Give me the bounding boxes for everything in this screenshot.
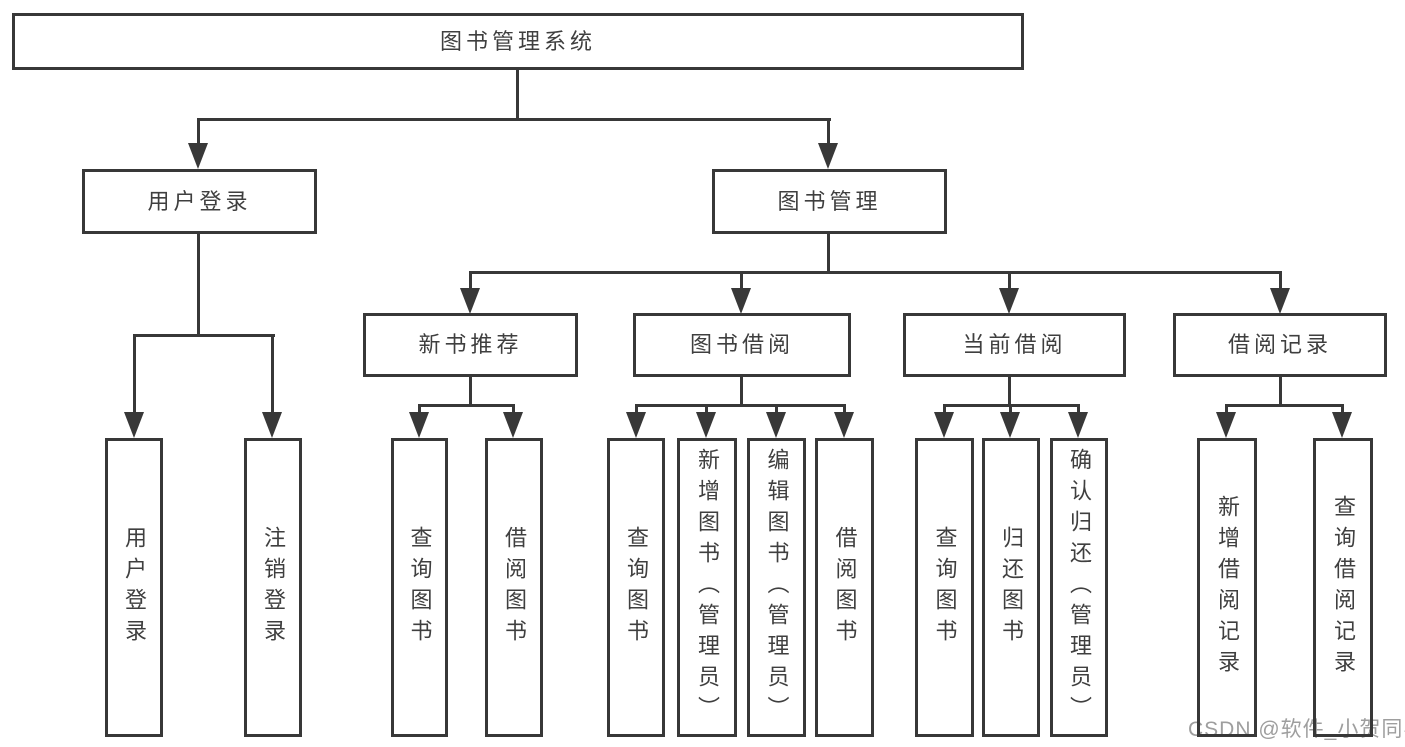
connector-line	[469, 376, 472, 407]
leaf-label: 确认归还（管理员）	[1067, 448, 1092, 727]
node-label: 借阅记录	[1227, 332, 1332, 357]
leaf-return-books: 归还图书	[982, 438, 1040, 737]
arrow-down-icon	[1270, 288, 1290, 314]
connector-line	[827, 232, 830, 274]
leaf-logout: 注销登录	[244, 438, 302, 737]
arrow-down-icon	[834, 412, 854, 438]
connector-line	[1009, 404, 1012, 416]
leaf-query-books-borrowing: 查询图书	[607, 438, 665, 737]
leaf-borrow-books-borrowing: 借阅图书	[815, 438, 874, 737]
leaf-label: 用户登录	[122, 525, 147, 650]
connector-line	[1279, 376, 1282, 407]
leaf-label: 注销登录	[261, 525, 286, 650]
leaf-label: 新增借阅记录	[1215, 494, 1240, 681]
node-label: 图书管理系统	[439, 28, 596, 54]
connector-line	[133, 334, 136, 414]
leaf-user-login: 用户登录	[105, 438, 163, 737]
connector-line	[418, 404, 515, 407]
leaf-borrow-books-recommend: 借阅图书	[485, 438, 543, 737]
connector-line	[1225, 404, 1344, 407]
connector-line	[469, 271, 1282, 274]
connector-line	[197, 118, 831, 121]
node-library-management-system: 图书管理系统	[12, 13, 1024, 70]
node-user-login: 用户登录	[82, 169, 317, 234]
leaf-query-books-current: 查询图书	[915, 438, 974, 737]
connector-line	[943, 404, 946, 416]
leaf-add-book-admin: 新增图书（管理员）	[677, 438, 737, 737]
connector-line	[740, 271, 743, 289]
arrow-down-icon	[409, 412, 429, 438]
arrow-down-icon	[1332, 412, 1352, 438]
connector-line	[775, 404, 778, 416]
connector-line	[1008, 376, 1011, 407]
connector-line	[133, 334, 275, 337]
arrow-down-icon	[696, 412, 716, 438]
leaf-label: 编辑图书（管理员）	[764, 448, 790, 727]
connector-line	[271, 334, 274, 414]
connector-line	[635, 404, 846, 407]
leaf-label: 查询图书	[932, 525, 958, 650]
node-current-borrowing: 当前借阅	[903, 313, 1126, 377]
leaf-label: 借阅图书	[832, 525, 858, 650]
connector-line	[1341, 404, 1344, 416]
arrow-down-icon	[1000, 412, 1020, 438]
connector-line	[1225, 404, 1228, 416]
arrow-down-icon	[460, 288, 480, 314]
connector-line	[1008, 271, 1011, 289]
arrow-down-icon	[999, 288, 1019, 314]
connector-line	[635, 404, 638, 416]
leaf-confirm-return-admin: 确认归还（管理员）	[1050, 438, 1108, 737]
arrow-down-icon	[731, 288, 751, 314]
connector-line	[516, 69, 519, 121]
leaf-label: 借阅图书	[502, 525, 527, 650]
node-book-borrowing: 图书借阅	[633, 313, 851, 377]
leaf-label: 查询图书	[624, 525, 649, 650]
connector-line	[1077, 404, 1080, 416]
node-borrowing-records: 借阅记录	[1173, 313, 1387, 377]
leaf-edit-book-admin: 编辑图书（管理员）	[747, 438, 806, 737]
node-label: 图书管理	[777, 188, 882, 214]
arrow-down-icon	[503, 412, 523, 438]
node-book-management: 图书管理	[712, 169, 947, 234]
node-label: 用户登录	[147, 188, 252, 214]
node-label: 图书借阅	[689, 332, 794, 357]
connector-line	[197, 118, 200, 146]
connector-line	[469, 271, 472, 289]
node-label: 新书推荐	[418, 332, 523, 357]
leaf-query-borrow-record: 查询借阅记录	[1313, 438, 1373, 737]
arrow-down-icon	[934, 412, 954, 438]
node-new-book-recommendation: 新书推荐	[363, 313, 578, 377]
connector-line	[843, 404, 846, 416]
node-label: 当前借阅	[962, 332, 1067, 357]
arrow-down-icon	[262, 412, 282, 438]
arrow-down-icon	[818, 143, 838, 169]
leaf-query-books-recommend: 查询图书	[391, 438, 448, 737]
connector-line	[418, 404, 421, 416]
leaf-label: 归还图书	[999, 525, 1024, 650]
connector-line	[740, 376, 743, 407]
arrow-down-icon	[766, 412, 786, 438]
connector-line	[827, 118, 830, 146]
connector-line	[512, 404, 515, 416]
leaf-add-borrow-record: 新增借阅记录	[1197, 438, 1257, 737]
connector-line	[705, 404, 708, 416]
arrow-down-icon	[1068, 412, 1088, 438]
connector-line	[197, 232, 200, 337]
arrow-down-icon	[188, 143, 208, 169]
arrow-down-icon	[626, 412, 646, 438]
arrow-down-icon	[1216, 412, 1236, 438]
arrow-down-icon	[124, 412, 144, 438]
leaf-label: 新增图书（管理员）	[695, 448, 720, 727]
connector-line	[1279, 271, 1282, 289]
leaf-label: 查询借阅记录	[1331, 494, 1356, 681]
leaf-label: 查询图书	[407, 525, 433, 650]
